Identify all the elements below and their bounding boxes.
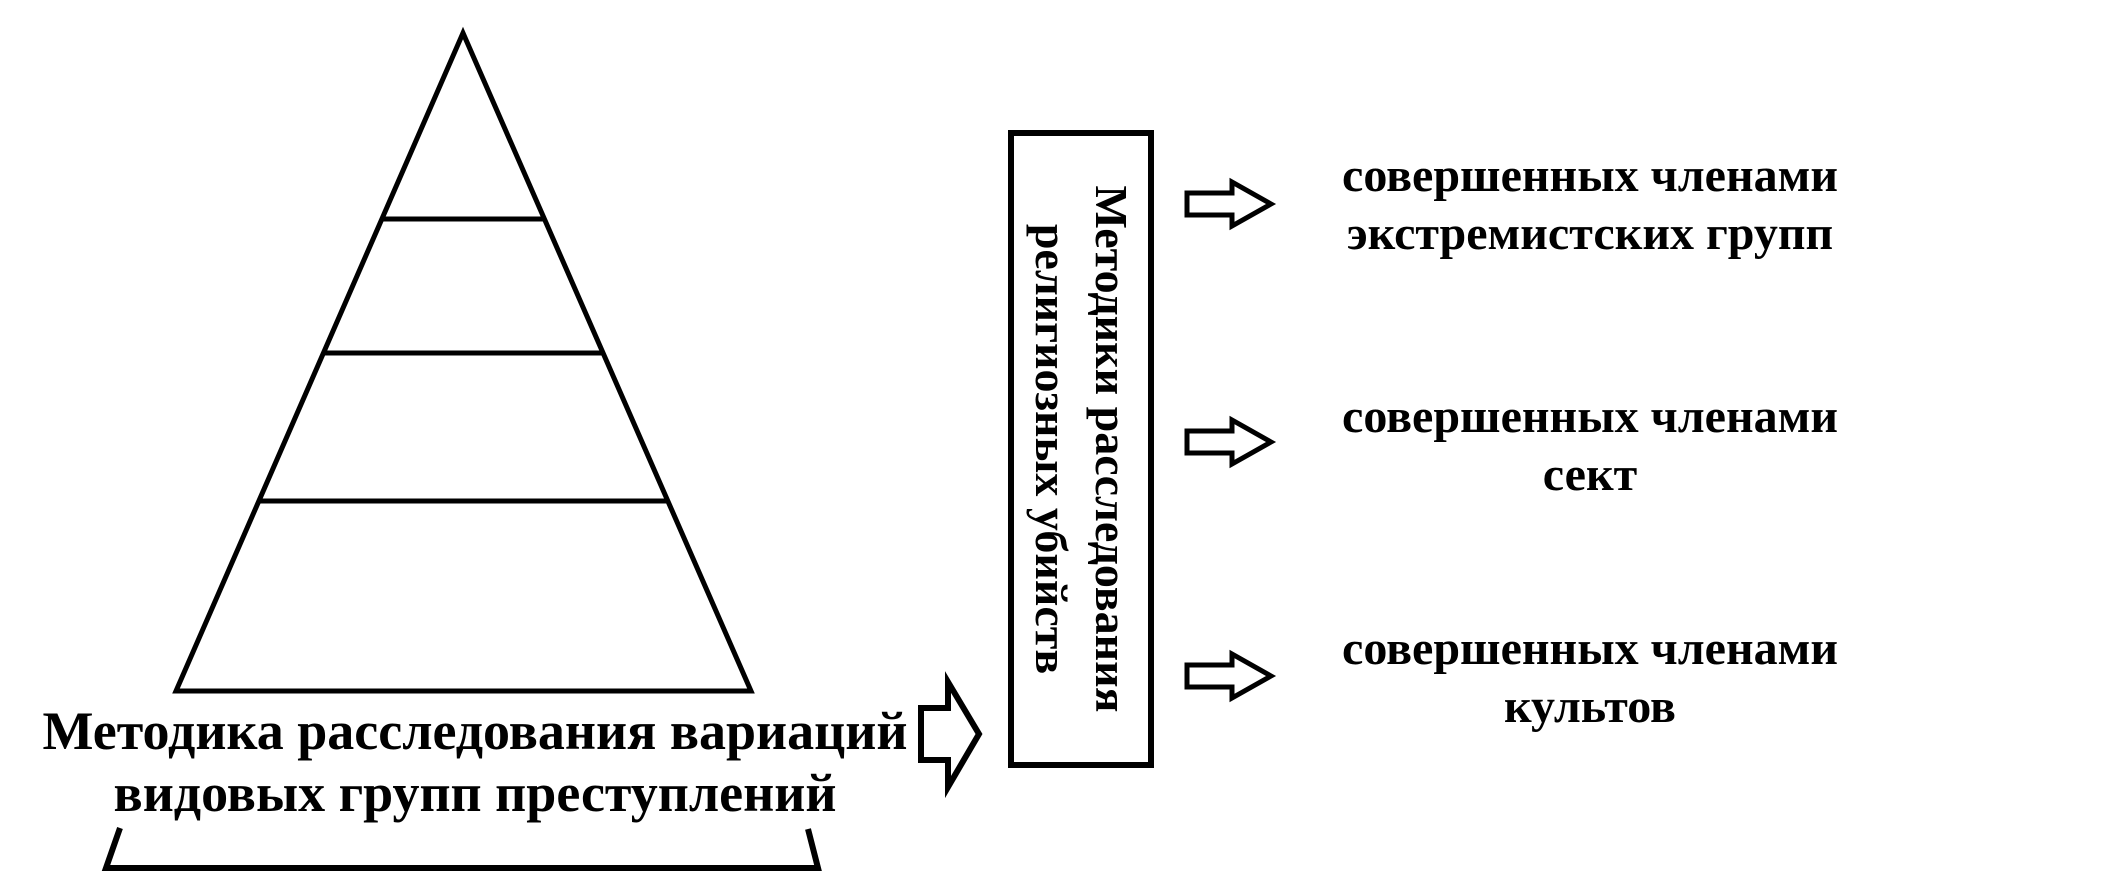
branch-arrow-icon-1: [1184, 177, 1277, 231]
branch-2-line2: сект: [1542, 448, 1638, 501]
branch-arrow-icon-3: [1184, 649, 1277, 703]
branch-label-extremist-groups: совершенных членами экстремистских групп: [1290, 147, 1890, 263]
branch-3-line2: культов: [1504, 680, 1676, 733]
pyramid-outline: [172, 26, 755, 694]
branch-1-line2: экстремистских групп: [1346, 207, 1834, 260]
branch-3-line1: совершенных членами: [1342, 622, 1838, 675]
big-right-arrow-icon: [918, 671, 983, 799]
methods-box: Методики расследования религиозных убийс…: [1008, 130, 1154, 768]
branch-arrow-icon-2: [1184, 415, 1277, 469]
pyramid-caption: Методика расследования вариаций видовых …: [30, 700, 920, 824]
branch-label-cults: совершенных членами культов: [1290, 620, 1890, 736]
branch-1-line1: совершенных членами: [1342, 149, 1838, 202]
pyramid-caption-line1: Методика расследования вариаций: [42, 701, 908, 761]
methods-box-line2: религиозных убийств: [1026, 223, 1077, 675]
methods-box-line1: Методики расследования: [1086, 185, 1137, 713]
pyramid-caption-line2: видовых групп преступлений: [113, 763, 837, 823]
underbrace-bracket: [101, 827, 822, 871]
methods-box-text: Методики расследования религиозных убийс…: [1015, 139, 1147, 759]
branch-2-line1: совершенных членами: [1342, 390, 1838, 443]
branch-label-sects: совершенных членами сект: [1290, 388, 1890, 504]
